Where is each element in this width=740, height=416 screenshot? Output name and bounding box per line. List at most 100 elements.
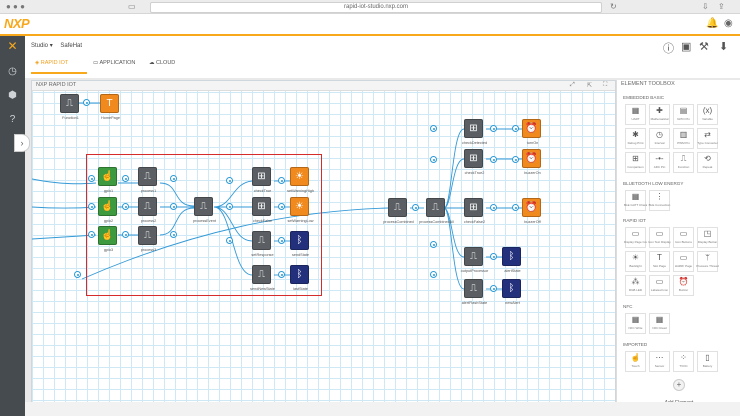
toolbox-comparison[interactable]: ⊞Comparison bbox=[625, 152, 646, 173]
port[interactable] bbox=[412, 204, 419, 211]
check-false-node[interactable]: ⊞checkFalse bbox=[252, 197, 272, 223]
process-combined-all-node[interactable]: ⎍processCombinedAll bbox=[419, 198, 454, 224]
gpio-node-3[interactable]: ☝gpio3 bbox=[98, 226, 117, 252]
port[interactable] bbox=[278, 271, 285, 278]
port[interactable] bbox=[512, 125, 519, 132]
buzzer-off-node[interactable]: ⏰buzzerOff bbox=[522, 198, 541, 224]
info-icon[interactable]: ⓘ bbox=[663, 43, 674, 55]
tab-cloud[interactable]: ☁ CLOUD bbox=[149, 60, 176, 66]
port[interactable] bbox=[226, 177, 233, 184]
port[interactable] bbox=[490, 125, 497, 132]
toolbox-interval[interactable]: ◷Interval bbox=[649, 128, 670, 149]
user-avatar-icon[interactable]: ◉ bbox=[724, 18, 733, 29]
export-icon[interactable]: ⇱ bbox=[587, 83, 593, 89]
toolbox-debug-print[interactable]: ✱Debug Print bbox=[625, 128, 646, 149]
fullscreen-icon[interactable]: ⛶ bbox=[603, 82, 608, 88]
port[interactable] bbox=[88, 231, 95, 238]
output-processor-node[interactable]: ⎍outputProcessor bbox=[461, 247, 488, 273]
port[interactable] bbox=[226, 237, 233, 244]
port[interactable] bbox=[278, 237, 285, 244]
breadcrumb-studio[interactable]: Studio bbox=[31, 43, 49, 49]
toolbox-repeat[interactable]: ⟲Repeat bbox=[697, 152, 718, 173]
toolbox-tvoc[interactable]: ⁘TVOC bbox=[673, 351, 694, 372]
share-icon[interactable]: ⇪ bbox=[718, 2, 725, 11]
toolbox-nfc-read[interactable]: ▦NFC Read bbox=[649, 313, 670, 334]
breadcrumb-project[interactable]: SafeHat bbox=[60, 43, 83, 49]
port[interactable] bbox=[430, 241, 437, 248]
toolbox-variable[interactable]: (x)Variable bbox=[697, 104, 718, 125]
toolbox-type-converter[interactable]: ⇄Type Converter bbox=[697, 128, 718, 149]
port[interactable] bbox=[512, 204, 519, 211]
tab-overview-icon[interactable]: ▭ bbox=[128, 2, 136, 11]
zoom-fit-icon[interactable]: ⤢ bbox=[570, 82, 575, 88]
process-combined-node[interactable]: ⎍processCombined bbox=[383, 198, 414, 224]
process-node-1[interactable]: ⎍process1 bbox=[138, 167, 157, 193]
gpio-node-2[interactable]: ☝gpio2 bbox=[98, 197, 117, 223]
tab-application[interactable]: ▭ APPLICATION bbox=[93, 60, 136, 66]
port[interactable] bbox=[278, 177, 285, 184]
port[interactable] bbox=[170, 175, 177, 182]
toolbox-icon-buttons[interactable]: ▭Icon Buttons bbox=[673, 227, 694, 248]
port[interactable] bbox=[226, 203, 233, 210]
toolbox-display-page[interactable]: ▭Display Page Controller bbox=[624, 227, 647, 248]
port[interactable] bbox=[83, 99, 90, 106]
toolbox-ble-gatt[interactable]: ▦BLE GATT Characteristic bbox=[624, 190, 647, 211]
gpio-node-1[interactable]: ☝gpio1 bbox=[98, 167, 117, 193]
port[interactable] bbox=[430, 271, 437, 278]
toolbox-ble-connection[interactable]: ⋮BLE Connection bbox=[649, 190, 670, 211]
check-true-2-node[interactable]: ⊞checkTrue2 bbox=[464, 149, 484, 175]
port[interactable] bbox=[430, 156, 437, 163]
buzzer-on-node[interactable]: ⏰buzzerOn bbox=[522, 149, 541, 175]
set-warning-high-node[interactable]: ☀setWarningHigh bbox=[287, 167, 314, 193]
port[interactable] bbox=[122, 175, 129, 182]
dashboard-icon[interactable]: ◷ bbox=[8, 66, 17, 77]
toolbox-nfc-write[interactable]: ▦NFC Write bbox=[625, 313, 646, 334]
port[interactable] bbox=[490, 253, 497, 260]
port[interactable] bbox=[512, 156, 519, 163]
window-controls[interactable]: ● ● ● bbox=[6, 2, 25, 11]
set-response-node[interactable]: ⎍setResponse bbox=[251, 231, 274, 257]
toolbox-sensor[interactable]: ⋯Sensor bbox=[649, 351, 670, 372]
toolbox-rgb-led[interactable]: ⁂RGB LED bbox=[625, 275, 646, 296]
port[interactable] bbox=[74, 271, 81, 278]
toolbox-adc-pin[interactable]: -•-ADC Pin bbox=[649, 152, 670, 173]
port[interactable] bbox=[490, 156, 497, 163]
port[interactable] bbox=[88, 175, 95, 182]
toolbox-pwm-pin[interactable]: ▥PWM Pin bbox=[673, 128, 694, 149]
tab-rapid-iot[interactable]: ◈ RAPID IOT bbox=[35, 60, 69, 66]
toolbox-gpio-pin[interactable]: ▤GPIO Pin bbox=[673, 104, 694, 125]
collapse-sidebar-handle[interactable]: › bbox=[14, 134, 30, 152]
check-true-node[interactable]: ⊞checkTrue bbox=[252, 167, 271, 193]
alert-flash-state-node[interactable]: ⎍alertFlashState bbox=[462, 279, 487, 305]
turn-on-node[interactable]: ⏰turnOn bbox=[522, 119, 541, 145]
download-project-icon[interactable]: ⬇ bbox=[719, 41, 729, 53]
save-icon[interactable]: ▣ bbox=[681, 41, 692, 53]
reload-icon[interactable]: ↻ bbox=[610, 2, 617, 11]
port[interactable] bbox=[490, 204, 497, 211]
check-detected-node[interactable]: ⊞checkDetected bbox=[462, 119, 487, 145]
send-new-state-node[interactable]: ⎍sendNewState bbox=[250, 265, 275, 291]
toolbox-touch[interactable]: ☝Touch bbox=[625, 351, 646, 372]
toolbox-buzzer[interactable]: ⏰Buzzer bbox=[673, 275, 694, 296]
toolbox-hid-page[interactable]: ▭Hid/RF Page bbox=[673, 251, 694, 272]
port[interactable] bbox=[278, 203, 285, 210]
build-icon[interactable]: ⚒ bbox=[699, 41, 709, 53]
nxp-brand-icon[interactable]: ✕ bbox=[7, 39, 18, 53]
port[interactable] bbox=[170, 231, 177, 238]
chevron-down-icon[interactable]: ▾ bbox=[49, 43, 53, 49]
cube-icon[interactable]: ⬢ bbox=[8, 90, 17, 101]
download-icon[interactable]: ⇩ bbox=[702, 2, 709, 11]
set-warning-low-node[interactable]: ☀setWarningLow bbox=[287, 197, 314, 223]
toolbox-display-button[interactable]: ◳Display Button bbox=[697, 227, 718, 248]
port[interactable] bbox=[170, 203, 177, 210]
toolbox-mathematical[interactable]: ✚Mathematical bbox=[649, 104, 670, 125]
process-node-3[interactable]: ⎍process3 bbox=[138, 226, 157, 252]
notification-bell-icon[interactable]: 🔔 bbox=[706, 18, 719, 29]
toolbox-function[interactable]: ⎍Function bbox=[673, 152, 694, 173]
